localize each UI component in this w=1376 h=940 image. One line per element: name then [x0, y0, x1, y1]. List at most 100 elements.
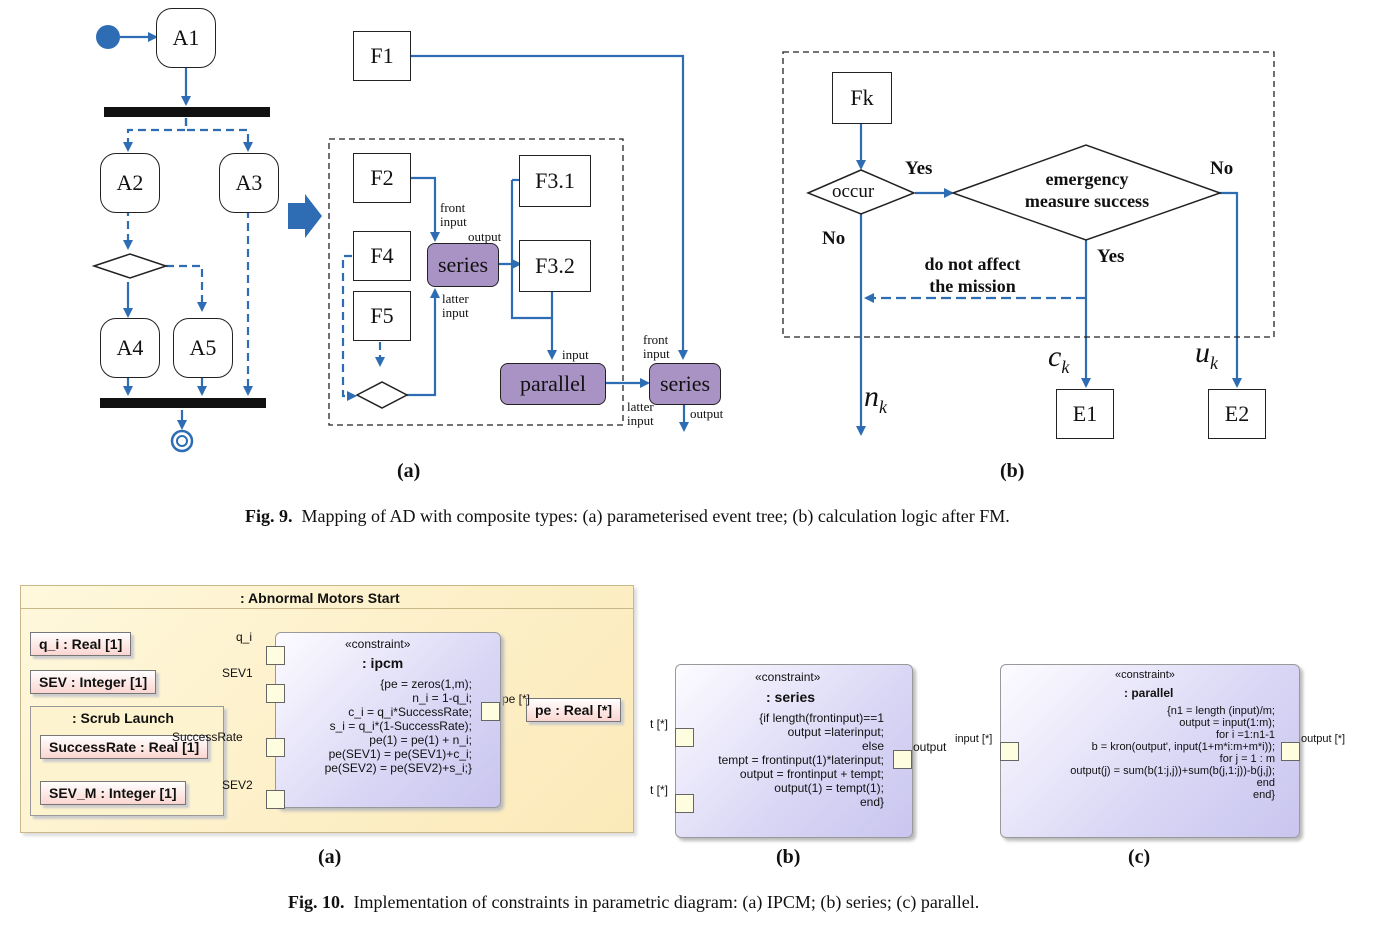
port-parallel-in	[1000, 742, 1019, 761]
action-a4-label: A4	[116, 335, 144, 360]
parallel-gate-label: parallel	[520, 371, 586, 396]
ipcm-code-line: {pe = zeros(1,m);	[380, 677, 472, 691]
occur-diamond	[806, 169, 916, 215]
fig9-caption-label: Fig. 9.	[245, 506, 293, 526]
occur-label: occur	[832, 181, 875, 202]
nk-label-main: n	[864, 380, 879, 413]
emergency-label: emergency measure success	[1024, 169, 1150, 211]
port-label-qi: q_i	[236, 630, 253, 644]
label-latter-input-1: latter input	[442, 291, 469, 320]
constraint-ipcm	[275, 632, 501, 808]
ipcm-name: : ipcm	[362, 655, 404, 671]
label-latter-input-2: latter input	[627, 399, 654, 428]
parallel-code-line: output(j) = sum(b(1:j,j))+sum(b(j,1:j))-…	[1070, 765, 1275, 777]
nk-label-sub: k	[879, 397, 887, 417]
ck-label-sub: k	[1061, 357, 1070, 377]
action-a2-label: A2	[116, 170, 144, 195]
series-gate-1: series	[427, 243, 499, 287]
fm-frame	[782, 51, 1275, 338]
fig10-caption-text: Implementation of constraints in paramet…	[353, 892, 980, 912]
parallel-out-label: output [*]	[1301, 733, 1346, 745]
uk-label-sub: k	[1210, 353, 1218, 373]
constraint-parallel	[1000, 664, 1300, 838]
series-in2-label: t [*]	[650, 783, 669, 797]
port-label-sev1: SEV1	[222, 666, 253, 680]
series-code-line: else	[861, 739, 884, 753]
scrub-launch-title: : Scrub Launch	[72, 710, 174, 726]
end-state-e1-label: E1	[1072, 401, 1098, 426]
series-code-line: output =laterinput;	[787, 725, 884, 739]
action-a2: A2	[100, 153, 160, 213]
parallel-stereotype: «constraint»	[1115, 669, 1175, 681]
join-bar	[100, 398, 266, 408]
series-out-label: output	[913, 740, 947, 754]
constraint-series	[675, 664, 913, 838]
fig9-caption-text: Mapping of AD with composite types: (a) …	[301, 506, 1010, 526]
function-fk: Fk	[832, 72, 892, 124]
fig10-sublabel-c: (c)	[1128, 846, 1151, 868]
ipcm-code-line: s_i = q_i*(1-SuccessRate);	[329, 719, 472, 733]
parallel-code-line: for i =1:n1-1	[1215, 729, 1275, 741]
function-f3-1-label: F3.1	[535, 168, 575, 193]
end-state-e2: E2	[1208, 389, 1266, 439]
series-gate-1-label: series	[437, 252, 489, 277]
emergency-diamond	[950, 144, 1223, 241]
action-a5-label: A5	[189, 335, 217, 360]
uk-label-main: u	[1195, 336, 1210, 369]
series-code-line: output(1) = tempt(1);	[774, 781, 884, 795]
function-f2: F2	[353, 153, 411, 203]
action-a4: A4	[100, 318, 160, 378]
no-label-1: No	[822, 228, 846, 249]
function-f3-1: F3.1	[519, 155, 591, 207]
function-fk-label: Fk	[850, 85, 874, 110]
function-f1-label: F1	[370, 43, 394, 68]
series-gate-2-label: series	[659, 371, 711, 396]
series-code-line: output = frontinput + tempt;	[739, 767, 884, 781]
series-in1-label: t [*]	[650, 717, 669, 731]
ck-label-main: c	[1048, 340, 1062, 373]
block-title: : Abnormal Motors Start	[240, 590, 400, 606]
yes-label-2: Yes	[1097, 246, 1125, 267]
action-a1: A1	[156, 8, 216, 68]
port-successrate	[266, 738, 285, 757]
parallel-code-line: for j = 1 : m	[1219, 753, 1275, 765]
series-code-line: end}	[859, 795, 884, 809]
nk-label: nk	[864, 380, 887, 418]
port-sev1	[266, 684, 285, 703]
series-stereotype: «constraint»	[755, 670, 821, 684]
fig9-sublabel-b: (b)	[1000, 460, 1025, 482]
parallel-name: : parallel	[1124, 686, 1174, 700]
port-sev2	[266, 790, 285, 809]
function-f3-2-label: F3.2	[535, 253, 575, 278]
port-label-pe: pe [*]	[502, 692, 531, 706]
function-f5-label: F5	[370, 303, 394, 328]
parallel-gate: parallel	[500, 363, 606, 405]
ipcm-code: {pe = zeros(1,m); n_i = 1-q_i; c_i = q_i…	[280, 677, 472, 775]
part-sev: SEV : Integer [1]	[30, 670, 157, 694]
end-state-e1: E1	[1056, 389, 1114, 439]
ipcm-code-line: c_i = q_i*SuccessRate;	[348, 705, 472, 719]
action-a1-label: A1	[172, 25, 200, 50]
series-code-line: {if length(frontinput)==1	[759, 711, 884, 725]
action-a3-label: A3	[235, 170, 263, 195]
port-series-in2	[675, 794, 694, 813]
fig10-caption: Fig. 10. Implementation of constraints i…	[288, 892, 979, 913]
initial-node	[96, 25, 120, 49]
port-label-successrate: SuccessRate	[172, 730, 243, 744]
not-affect-label: do not affect the mission	[924, 254, 1021, 296]
action-a3: A3	[219, 153, 279, 213]
end-state-e2-label: E2	[1224, 401, 1250, 426]
part-q-i: q_i : Real [1]	[30, 632, 132, 656]
series-code-line: tempt = frontinput(1)*laterinput;	[718, 753, 884, 767]
fig9-sublabel-a: (a)	[397, 460, 421, 482]
part-success-rate: SuccessRate : Real [1]	[40, 735, 209, 759]
fig10-sublabel-a: (a)	[318, 846, 342, 868]
label-input-parallel: input	[562, 347, 589, 362]
decision-diamond	[91, 253, 169, 279]
ipcm-code-line: n_i = 1-q_i;	[412, 691, 472, 705]
series-name: : series	[766, 689, 816, 705]
label-output-2: output	[690, 406, 724, 421]
block-title-divider	[20, 608, 634, 609]
function-f4-label: F4	[370, 243, 394, 268]
